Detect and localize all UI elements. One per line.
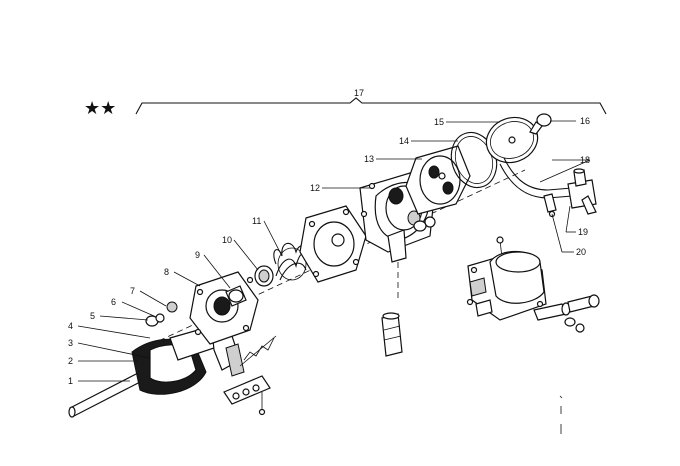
part-diaphragm-stem [225, 285, 247, 307]
part-lever [223, 375, 271, 416]
callout-5: 5 [90, 311, 95, 321]
callout-7: 7 [130, 286, 135, 296]
callout-12: 12 [310, 183, 320, 193]
assembly-axis [149, 169, 526, 346]
part-housing-flange [189, 271, 259, 345]
inset-bolts [533, 294, 600, 333]
star-marker: ★★ [84, 98, 116, 118]
callout-18: 18 [580, 155, 590, 165]
callout-14: 14 [399, 136, 409, 146]
corner-marks [559, 395, 563, 434]
callout-11: 11 [252, 216, 261, 226]
callout-9: 9 [195, 250, 200, 260]
part-cup [254, 265, 274, 287]
part-small-spring [239, 335, 277, 367]
assembly-bracket: 17 [135, 88, 607, 115]
callout-labels: 1 2 3 4 5 6 7 8 9 10 11 12 13 14 15 16 1… [68, 116, 590, 386]
part-cover [485, 116, 539, 164]
callout-19: 19 [578, 227, 588, 237]
callout-13: 13 [364, 154, 374, 164]
part-washers [145, 301, 178, 327]
callout-17: 17 [354, 88, 364, 98]
callout-6: 6 [111, 297, 116, 307]
part-lower-housing [131, 325, 245, 395]
part-fuel-line [499, 157, 597, 215]
callout-4: 4 [68, 321, 73, 331]
part-shaft [68, 371, 145, 418]
part-outlet-tube [381, 312, 403, 357]
callout-16: 16 [580, 116, 590, 126]
callout-3: 3 [68, 338, 73, 348]
part-diaphragm [299, 205, 367, 283]
callout-20: 20 [576, 247, 586, 257]
callout-10: 10 [222, 235, 232, 245]
callout-2: 2 [68, 356, 73, 366]
part-clip [543, 193, 557, 218]
callout-8: 8 [164, 267, 169, 277]
leader-lines [77, 120, 591, 382]
callout-1: 1 [68, 376, 73, 386]
part-cover-screw [529, 113, 552, 135]
callout-15: 15 [434, 117, 444, 127]
assembled-pump-inset [466, 236, 547, 321]
part-valve-plate [405, 145, 471, 215]
